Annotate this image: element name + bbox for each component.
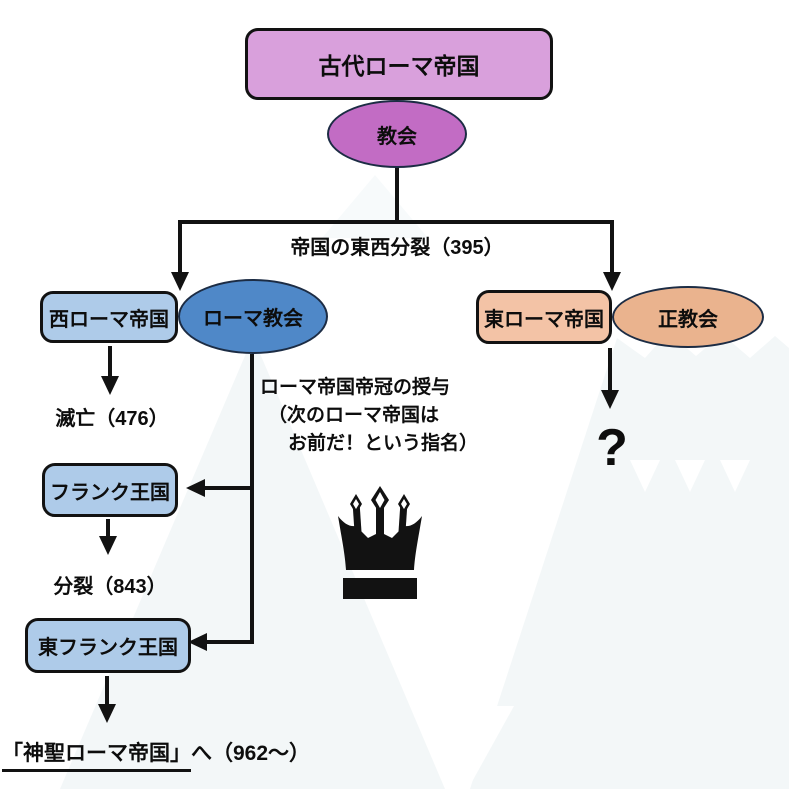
label-division-843: 分裂（843） <box>53 576 167 598</box>
crown-icon <box>338 486 422 599</box>
label-holy-roman-empire: 「神聖ローマ帝国」へ（962〜） <box>2 737 311 772</box>
arrowhead-westrome <box>101 376 119 395</box>
arrowhead-eastfrank-branch <box>188 633 207 651</box>
crown-note-line3: お前だ！という指名） <box>288 433 479 454</box>
label-holy-roman-empire-underlined: 「神聖ローマ帝国」 <box>2 742 191 772</box>
node-west-rome: 西ローマ帝国 <box>40 291 178 343</box>
label-east-west-split: 帝国の東西分裂（395） <box>290 237 504 259</box>
connector-romanchurch-stem <box>204 354 254 644</box>
node-frank-kingdom: フランク王国 <box>42 463 178 517</box>
arrowhead-eastfrank-down <box>98 704 116 723</box>
crown-note-line2: （次のローマ帝国は <box>268 405 440 426</box>
arrowhead-frank-down <box>99 536 117 555</box>
label-fall-476: 滅亡（476） <box>55 408 169 430</box>
arrowhead-east-drop <box>603 272 621 291</box>
node-ancient-rome: 古代ローマ帝国 <box>245 28 553 100</box>
label-crown-note: ローマ帝国帝冠の授与 （次のローマ帝国は お前だ！という指名） <box>260 374 478 458</box>
node-orthodox-church: 正教会 <box>612 286 764 348</box>
arrowhead-west-drop <box>171 272 189 291</box>
node-east-rome: 東ローマ帝国 <box>476 290 612 344</box>
label-question-mark: ? <box>596 419 628 477</box>
node-church: 教会 <box>327 100 467 168</box>
node-east-frank-kingdom: 東フランク王国 <box>25 618 191 673</box>
crown-note-line1: ローマ帝国帝冠の授与 <box>260 377 451 398</box>
label-holy-roman-empire-rest: へ（962〜） <box>191 742 311 765</box>
arrowhead-eastrome <box>601 390 619 409</box>
node-roman-church: ローマ教会 <box>178 279 328 354</box>
arrowhead-frank <box>186 479 205 497</box>
